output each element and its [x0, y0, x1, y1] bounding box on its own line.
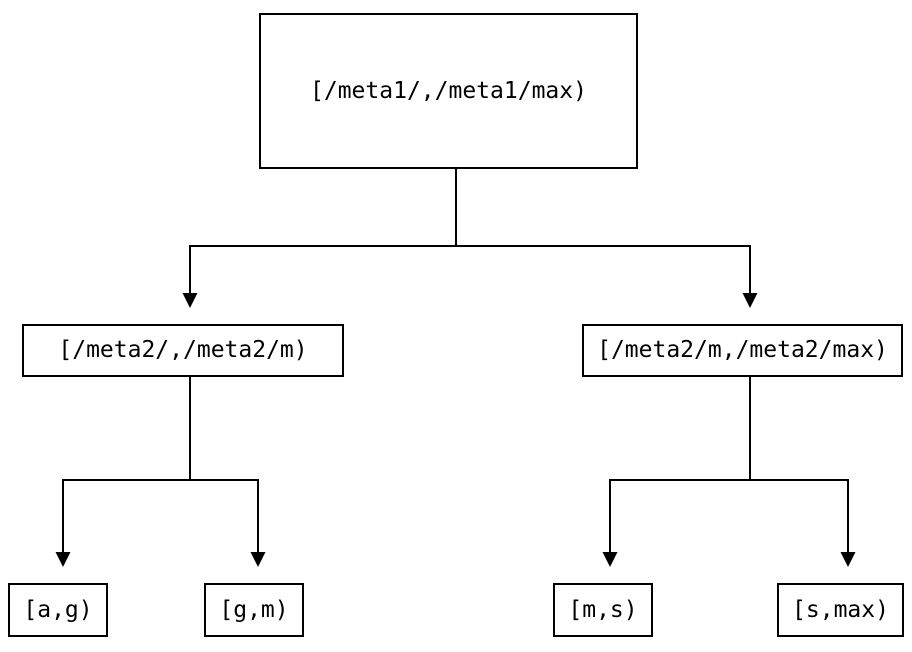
arrowhead-to-leaf-ag	[55, 552, 71, 567]
node-leaf-s-max: [s,max)	[777, 583, 904, 637]
node-meta2-high-range: [/meta2/m,/meta2/max)	[582, 324, 903, 377]
node-meta2-low-range: [/meta2/,/meta2/m)	[22, 324, 344, 377]
arrowhead-to-leaf-gm	[250, 552, 266, 567]
arrowhead-to-leaf-smax	[840, 552, 856, 567]
arrowhead-to-meta2-low	[182, 293, 198, 308]
node-leaf-a-g: [a,g)	[8, 583, 108, 637]
arrowhead-to-meta2-high	[742, 293, 758, 308]
node-leaf-g-m: [g,m)	[204, 583, 304, 637]
node-leaf-m-s: [m,s)	[553, 583, 653, 637]
arrowhead-to-leaf-ms	[602, 552, 618, 567]
node-root-meta1-range: [/meta1/,/meta1/max)	[259, 13, 638, 169]
